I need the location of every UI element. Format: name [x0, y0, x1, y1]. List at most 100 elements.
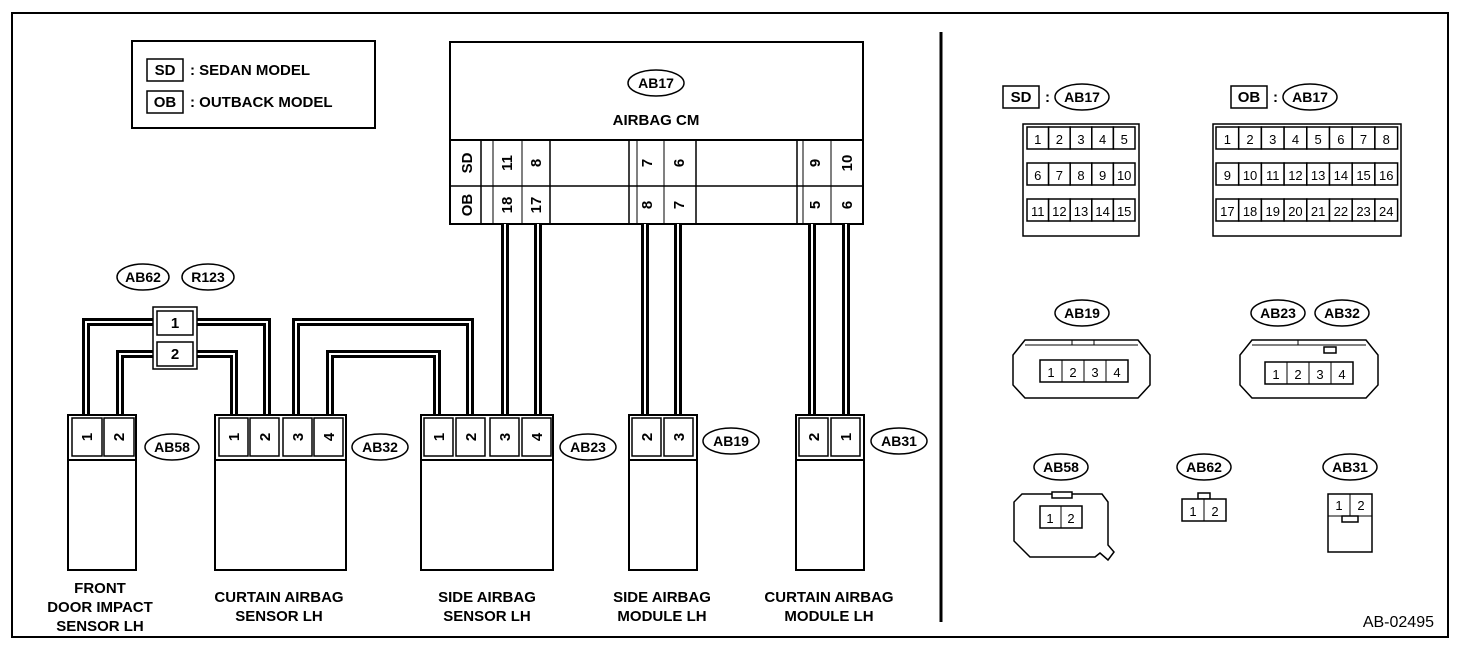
ob-ab17-pin: 14	[1334, 168, 1348, 183]
sd-ab17-pin: 15	[1117, 204, 1131, 219]
cm-ob-pin: 17	[528, 197, 545, 214]
view-ab32-ref: AB32	[1324, 305, 1360, 321]
sd-ab17-pin: 9	[1099, 168, 1106, 183]
joint-ref1: AB62	[125, 269, 161, 285]
side-airbag-module: 2 3 AB19 SIDE AIRBAG MODULE LH	[613, 414, 760, 625]
ob-ab17-pin: 20	[1288, 204, 1302, 219]
sd-ab17-pin: 2	[1056, 132, 1063, 147]
ob-ab17-cell	[1374, 162, 1399, 186]
ob-ab17-pin: 13	[1311, 168, 1325, 183]
legend-sd-code: SD	[155, 62, 176, 79]
ab23-view-pin: 2	[1294, 367, 1301, 382]
ab32-pin: 2	[257, 433, 274, 441]
ab62-connector-view: AB62 1 2	[1176, 453, 1232, 522]
ab58-view-pin: 2	[1067, 511, 1074, 526]
front-door-label-line: SENSOR LH	[56, 618, 144, 635]
joint-connector: AB62 R123 1 2	[116, 263, 235, 370]
cm-ob-pin: 6	[839, 201, 856, 209]
cm-ob-pin: 7	[671, 201, 688, 209]
ob-ab17-pin: 24	[1379, 204, 1393, 219]
ab31-ref: AB31	[881, 433, 917, 449]
ab62-view-pin: 2	[1211, 504, 1218, 519]
ab19-view-pin: 4	[1113, 365, 1120, 380]
ab19-pin: 3	[671, 433, 688, 441]
ab23-pin: 2	[463, 433, 480, 441]
cm-sd-pin: 10	[839, 155, 856, 172]
legend-sd-text: : SEDAN MODEL	[190, 62, 310, 79]
sd-ab17-pin: 14	[1095, 204, 1109, 219]
ab31-connector-view: AB31 1 2	[1322, 453, 1378, 553]
ob-ab17-pin: 8	[1383, 132, 1390, 147]
airbag-cm: AB17 AIRBAG CM SD OB 11 8 7 6 9 10 18 17…	[449, 41, 864, 225]
wiring-harness	[82, 224, 850, 418]
sd-ab17-pin: 8	[1077, 168, 1084, 183]
ob-ab17-cell	[1374, 126, 1399, 150]
ab32-pin: 4	[321, 432, 338, 441]
ab19-pin: 2	[639, 433, 656, 441]
ob-ab17-pin: 10	[1243, 168, 1257, 183]
ob-ab17-cell	[1374, 198, 1399, 222]
cm-ref: AB17	[638, 75, 674, 91]
ab31-view-pin: 1	[1335, 498, 1342, 513]
ob-ab17-pin: 18	[1243, 204, 1257, 219]
sd-ab17-cell	[1112, 198, 1136, 222]
cm-sd-pin: 8	[528, 159, 545, 167]
ab19-connector-view: AB19 1 2 3 4	[1012, 299, 1151, 399]
view-sd-code: SD	[1011, 89, 1032, 106]
cm-ob-pin: 18	[499, 197, 516, 214]
curtain-module-label-line: CURTAIN AIRBAG	[764, 589, 893, 606]
sd-ab17-pin: 6	[1034, 168, 1041, 183]
view-ob-ref: AB17	[1292, 89, 1328, 105]
ab19-view-pin: 2	[1069, 365, 1076, 380]
view-ab31-ref: AB31	[1332, 459, 1368, 475]
view-ab23-ref: AB23	[1260, 305, 1296, 321]
legend-ob-text: : OUTBACK MODEL	[190, 94, 333, 111]
ab23-view-pin: 1	[1272, 367, 1279, 382]
ab23-view-pin: 3	[1316, 367, 1323, 382]
view-ob-code: OB	[1238, 89, 1261, 106]
sd-ab17-header: SD : AB17	[1002, 83, 1110, 111]
ob-ab17-pin: 6	[1337, 132, 1344, 147]
ab23-view-pin: 4	[1338, 367, 1345, 382]
ab58-pin: 1	[79, 433, 96, 441]
side-sensor-label-line: SIDE AIRBAG	[438, 589, 536, 606]
sd-ab17-pin: 10	[1117, 168, 1131, 183]
cm-ob-pin: 5	[807, 201, 824, 209]
front-door-label-line: FRONT	[74, 580, 126, 597]
curtain-sensor-label-line: CURTAIN AIRBAG	[214, 589, 343, 606]
ob-ab17-pin: 3	[1269, 132, 1276, 147]
view-ab19-ref: AB19	[1064, 305, 1100, 321]
cm-ob-pin: 8	[639, 201, 656, 209]
cm-sd-row-label: SD	[459, 152, 476, 173]
ab58-view-pin: 1	[1046, 511, 1053, 526]
cm-sd-pin: 6	[671, 159, 688, 167]
legend-ob-code: OB	[154, 94, 177, 111]
ab31-view-pin: 2	[1357, 498, 1364, 513]
ab58-pin: 2	[111, 433, 128, 441]
sd-ab17-cell	[1112, 162, 1136, 186]
ob-ab17-pin: 12	[1288, 168, 1302, 183]
front-door-impact-sensor: 1 2 AB58 FRONT DOOR IMPACT SENSOR LH	[47, 414, 200, 635]
ab32-pin: 1	[226, 433, 243, 441]
diagram-frame	[11, 12, 1449, 638]
ab31-pin: 2	[806, 433, 823, 441]
ab19-ref: AB19	[713, 433, 749, 449]
ob-ab17-pin: 1	[1224, 132, 1231, 147]
ab58-connector-view: AB58 1 2	[1013, 453, 1115, 562]
ob-ab17-pin: 22	[1334, 204, 1348, 219]
joint-pin: 1	[171, 315, 179, 332]
ab62-view-pin: 1	[1189, 504, 1196, 519]
sd-ab17-pin: 3	[1077, 132, 1084, 147]
curtain-airbag-module: 2 1 AB31 CURTAIN AIRBAG MODULE LH	[764, 414, 928, 625]
sd-ab17-pin: 5	[1121, 132, 1128, 147]
cm-sd-pin: 7	[639, 159, 656, 167]
ab32-ref: AB32	[362, 439, 398, 455]
ob-ab17-pin: 23	[1356, 204, 1370, 219]
sd-ab17-pin: 1	[1034, 132, 1041, 147]
ab19-view-pin: 1	[1047, 365, 1054, 380]
ob-ab17-pin: 17	[1220, 204, 1234, 219]
ab31-pin: 1	[838, 433, 855, 441]
sd-ab17-pin: 7	[1056, 168, 1063, 183]
cm-title: AIRBAG CM	[613, 112, 700, 129]
